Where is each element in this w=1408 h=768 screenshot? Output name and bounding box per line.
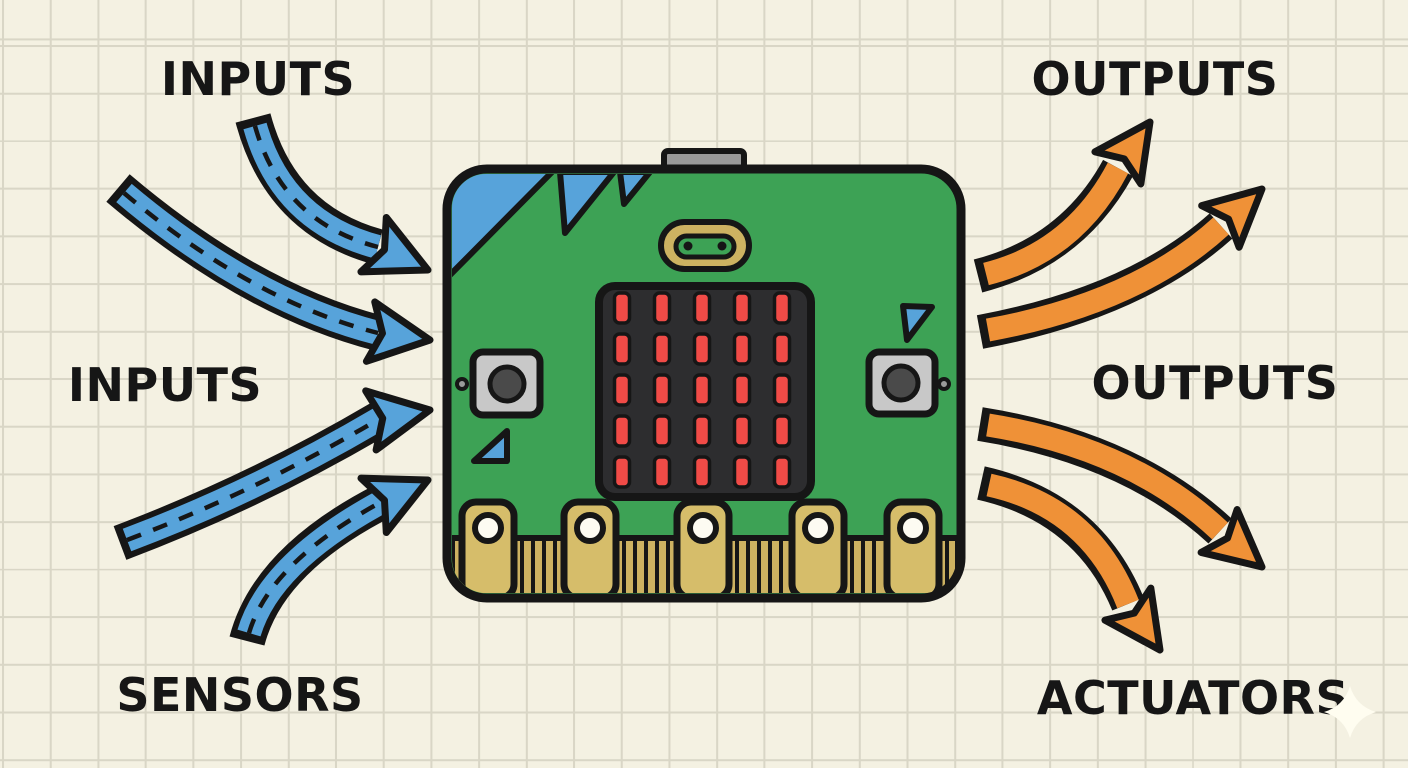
touch-logo [658,219,752,272]
input-arrow-lower [113,387,434,560]
output-arrow-top-head [1091,118,1154,188]
corner-triangle-icon [452,174,559,283]
input-arrow-lower-head [362,387,434,454]
connector-hole [897,512,929,544]
led [692,414,712,448]
connector-hole [802,512,834,544]
touch-logo-dot-left [683,241,693,251]
led [772,373,792,407]
label-inputs-left: INPUTS [68,358,262,412]
output-arrow-bottom [977,466,1164,654]
triangle-marker-bottom-left-icon [471,428,510,464]
led-grid [612,291,792,489]
board-inner-art [452,174,958,593]
led [732,373,752,407]
output-arrow-lower-head [1197,506,1266,571]
output-arrow-lower [977,407,1266,571]
connector-hole [472,512,504,544]
button-b-cap[interactable] [881,363,921,403]
led [732,414,752,448]
label-actuators: ACTUATORS [1037,671,1349,725]
board-outline [442,164,966,603]
led [612,332,632,366]
button-b[interactable] [865,348,939,418]
button-a-test-point [455,377,469,391]
input-arrow-upper-head [362,298,434,365]
input-arrow-top-head [357,213,432,276]
edge-connector [452,498,958,593]
input-arrow-bottom-head [357,474,432,537]
led [612,373,632,407]
led [692,455,712,489]
triangle-marker-top-right-icon [900,303,935,343]
output-arrow-top [973,118,1154,293]
arrows-layer [106,113,1266,654]
led [732,455,752,489]
led [612,414,632,448]
led [772,332,792,366]
label-inputs-top: INPUTS [161,52,355,106]
output-arrow-upper-head [1198,185,1266,251]
label-outputs-top: OUTPUTS [1032,52,1279,106]
button-b-test-point [937,377,951,391]
sawtooth-triangle-small-icon [617,174,653,207]
led [772,291,792,325]
sawtooth-triangle-icon [557,174,617,236]
label-sensors: SENSORS [116,668,363,722]
led [772,414,792,448]
label-outputs-right: OUTPUTS [1092,356,1339,410]
connector-hole [687,512,719,544]
led [692,332,712,366]
touch-logo-center [673,233,737,260]
led [692,291,712,325]
led [692,373,712,407]
led [652,455,672,489]
output-arrow-bottom-head [1101,584,1164,654]
microbit-board [442,148,966,603]
sparkle-icon [1324,686,1376,738]
touch-logo-dot-right [717,241,727,251]
input-arrow-top [235,113,432,276]
button-a-cap[interactable] [487,364,527,404]
led-matrix [595,282,815,501]
led [652,414,672,448]
led [732,332,752,366]
button-a[interactable] [469,348,544,419]
labels: INPUTS INPUTS SENSORS OUTPUTS OUTPUTS AC… [68,52,1349,725]
led [772,455,792,489]
led [612,291,632,325]
input-arrow-upper [106,174,434,365]
led [612,455,632,489]
connector-hole [574,512,606,544]
led [652,373,672,407]
led [652,332,672,366]
output-arrow-upper [976,185,1266,349]
input-arrow-bottom [229,474,432,647]
led [732,291,752,325]
led [652,291,672,325]
